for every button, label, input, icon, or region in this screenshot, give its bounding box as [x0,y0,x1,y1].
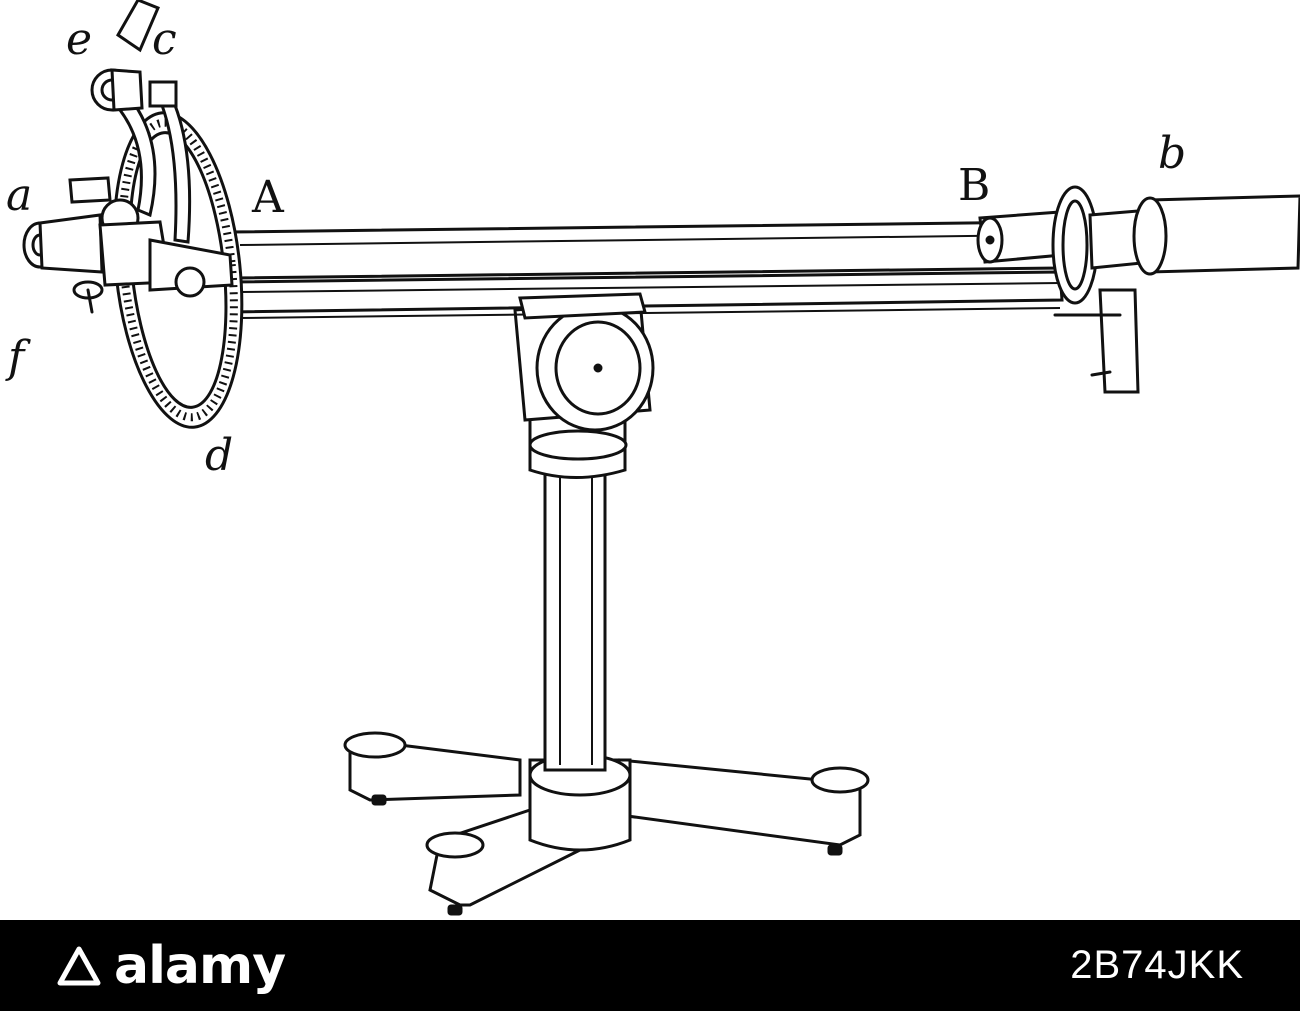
optical-bench [228,220,1064,320]
brand: alamy [56,935,286,996]
label-c: c [152,14,177,65]
label-f: f [5,332,31,383]
label-B: B [958,160,990,211]
support-column [528,411,628,772]
instrument-drawing: e c a A f d B b [5,0,1300,916]
pivot-knob [513,298,655,432]
label-a: a [6,170,32,221]
tripod-base [343,731,870,916]
label-A: A [251,172,285,223]
analyser-head [22,0,234,314]
receiving-tube [976,185,1300,394]
stock-photo-bar: alamy 2B74JKK [0,920,1300,1011]
image-id: 2B74JKK [1070,943,1244,987]
label-b: b [1158,128,1186,179]
brand-name: alamy [114,935,286,996]
alamy-logo-icon [57,946,101,985]
part-labels: e c a A f d B b [5,14,1186,481]
instrument-engraving: e c a A f d B b [5,0,1300,916]
label-d: d [205,430,233,481]
label-e: e [66,14,92,65]
